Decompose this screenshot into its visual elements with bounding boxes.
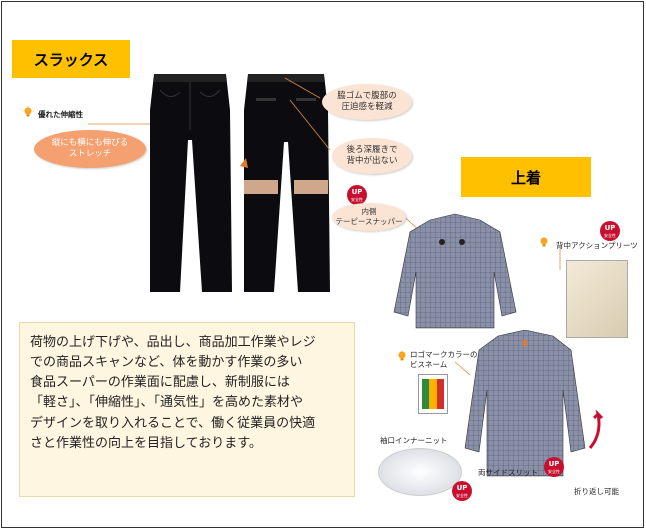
back-pleats-photo [566, 260, 628, 338]
description-line: 荷物の上げ下げや、品出し、商品加工作業やレジ [30, 335, 316, 350]
stretch-bubble: 縦にも横にも伸びるストレッチ [34, 130, 146, 168]
up-safety-badge-icon: UP 安全性 [600, 221, 620, 241]
lightbulb-icon [22, 106, 34, 117]
back-bubble-line1: 後ろ深履きで [346, 144, 398, 155]
up-badge-text: UP [352, 188, 363, 196]
snapper-line1: 内側 [361, 207, 377, 217]
inner-snapper-bubble: 内側テーピースナッパー [332, 203, 406, 231]
waist-bubble-line2: 圧迫感を軽減 [341, 102, 393, 112]
logo-collar-line2: ビスネーム [410, 360, 448, 370]
description-line: さと作業性の向上を目指しております。 [30, 435, 262, 451]
back-rise-bubble: 後ろ深履きで背中が出ない [332, 138, 412, 174]
pants-front-image [150, 74, 232, 292]
stretch-bubble-line1: 縦にも横にも伸びる [51, 137, 129, 148]
up-badge-text: UP [549, 460, 560, 468]
jacket-front-image [393, 213, 517, 329]
waist-bubble-line1: 脇ゴムで腹部の [337, 90, 397, 101]
back-bubble-line2: 背中が出ない [346, 156, 398, 166]
color-name-tag [418, 374, 448, 414]
jacket-back-image [464, 330, 586, 477]
up-badge-subtext: 安全性 [604, 232, 616, 238]
description-box: 荷物の上げ下げや、品出し、商品加工作業やレジ での商品スキャンなど、体を動かす作… [19, 322, 355, 497]
slacks-title: スラックス [12, 40, 130, 78]
pants-back-image [240, 74, 330, 292]
description-line: 「軽さ」、「伸縮性」、「通気性」を高めた素材や [30, 395, 304, 411]
up-badge-text: UP [605, 224, 616, 232]
snapper-line2: テーピースナッパー [335, 217, 403, 226]
lightbulb-icon [540, 237, 548, 247]
stretch-bubble-line2: ストレッチ [68, 149, 112, 159]
cuff-knit-photo [378, 448, 462, 496]
lightbulb-icon [398, 351, 406, 361]
up-badge-subtext: 安全性 [548, 468, 560, 474]
back-pleats-label: 背中アクションプリーツ [556, 241, 638, 250]
up-safety-badge-icon: UP 安全性 [452, 481, 472, 501]
up-badge-subtext: 安全性 [351, 196, 363, 202]
description-line: 食品スーパーの作業面に配慮し、新制服には [30, 375, 290, 391]
cuff-knit-label: 袖口インナーニット [380, 436, 448, 445]
side-slit-label: 両サイドスリット [478, 468, 538, 477]
up-safety-badge-icon: UP 安全性 [544, 457, 564, 477]
fold-arrow-icon [588, 410, 604, 449]
stretch-feature-label: 優れた伸縮性 [38, 110, 83, 119]
waist-bubble: 脇ゴムで腹部の圧迫感を軽減 [322, 84, 412, 120]
jacket-title: 上着 [461, 157, 591, 197]
description-line: での商品スキャンなど、体を動かす作業の多い [30, 355, 303, 371]
foldable-label: 折り返し可能 [574, 487, 619, 496]
logo-collar-label: ロゴマークカラーの ビスネーム [410, 350, 478, 370]
description-line: デザインを取り入れることで、働く従業員の快適 [30, 415, 316, 431]
up-safety-badge-icon: UP 安全性 [347, 185, 367, 205]
logo-collar-line1: ロゴマークカラーの [410, 350, 478, 359]
up-badge-subtext: 安全性 [456, 492, 468, 498]
up-badge-text: UP [457, 484, 468, 492]
